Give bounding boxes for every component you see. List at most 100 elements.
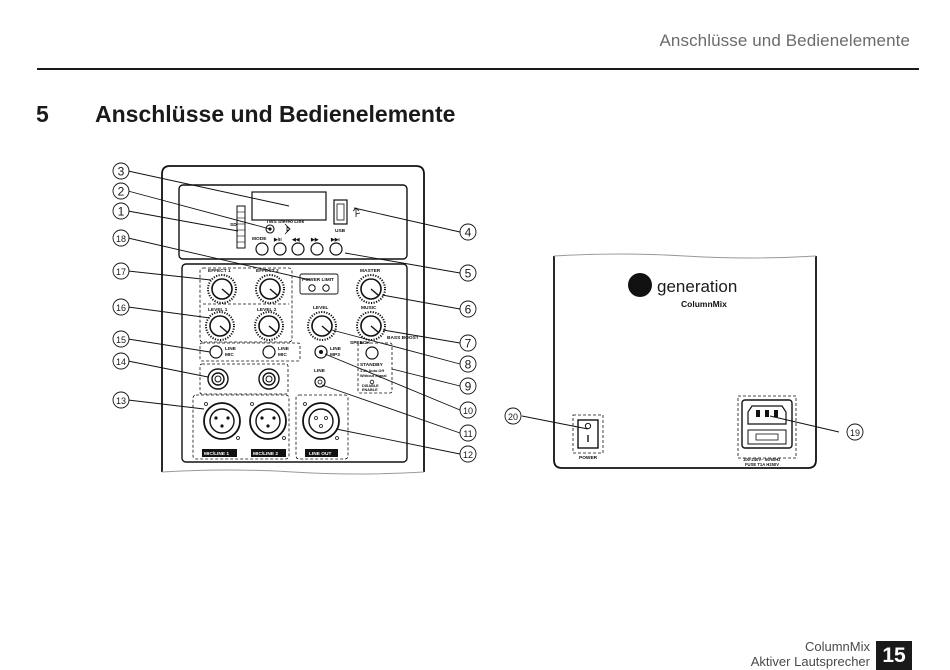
standby-label: STANDBY [360,362,384,368]
callouts: 3 2 1 18 17 16 15 14 13 4 5 6 7 8 9 10 1… [112,162,864,463]
line-mic-switch-2[interactable] [262,345,276,359]
callout-19: 19 [846,423,864,441]
svg-text:8: 8 [465,358,472,372]
jack-input-1[interactable] [207,368,229,390]
xlr-line-out[interactable] [302,402,340,440]
standby-note-2: Without Signal [360,374,387,378]
master-label: MASTER [360,268,381,274]
svg-text:17: 17 [116,267,126,277]
mains-socket[interactable] [741,399,793,449]
button-label-1: ▶/II [273,237,282,243]
jack-input-2[interactable] [258,368,280,390]
line-label: LINE [314,368,326,374]
next-button[interactable] [310,242,324,256]
svg-text:9: 9 [465,380,472,394]
line-mp3-switch[interactable] [314,345,328,359]
enable-label: ENABLE [362,388,378,392]
svg-text:4: 4 [465,226,472,240]
music-speech-knob[interactable] [356,311,386,341]
disable-label: DISABLE [362,384,379,388]
svg-text:7: 7 [465,337,472,351]
svg-text:10: 10 [463,406,473,416]
svg-text:1: 1 [118,205,125,219]
power-switch[interactable] [577,419,599,449]
level1-knob[interactable] [205,311,235,341]
svg-text:11: 11 [463,429,472,439]
callout-4: 4 [459,223,477,241]
mic-line1-label: MIC/LINE 1 [204,451,229,457]
svg-text:14: 14 [116,357,126,367]
callout-11: 11 [459,424,477,442]
page-number: 15 [876,641,912,670]
button-label-4: ▶▶I [330,237,340,243]
callout-2: 2 [112,182,130,200]
svg-text:6: 6 [465,303,472,317]
power-limit-label: POWER LIMIT [302,277,334,283]
level2-knob[interactable] [254,311,284,341]
master-knob[interactable] [356,274,386,304]
model-name: ColumnMix [681,299,727,309]
effect2-knob[interactable] [255,274,285,304]
effect1-knob[interactable] [207,274,237,304]
level-knob[interactable] [307,311,337,341]
skip-button[interactable] [329,242,343,256]
line-mic-2-bottom: MIC [278,352,287,358]
svg-text:18: 18 [116,234,126,244]
svg-text:5: 5 [465,267,472,281]
line-mic-1-bottom: MIC [225,352,234,358]
line-mic-switch-1[interactable] [209,345,223,359]
callout-3: 3 [112,162,130,180]
svg-text:3: 3 [118,165,125,179]
line-mic-2-top: LINE [278,346,290,352]
play-pause-button[interactable] [273,242,287,256]
mode-label: MODE [252,236,267,242]
line-input-jack[interactable] [314,376,326,388]
button-label-2: ◀◀ [291,237,300,243]
effect1-label: EFFECT 1 [208,268,231,274]
line-mp3-bottom: MP3 [330,352,340,358]
svg-text:12: 12 [463,450,473,460]
callout-6: 6 [459,300,477,318]
bluetooth-icon [284,223,291,235]
callout-12: 12 [459,445,477,463]
xlr-input-1[interactable] [203,402,241,440]
svg-text:16: 16 [116,303,126,313]
tws-label: TWS Stereo Link [266,219,304,225]
usb-label: USB [335,228,346,234]
callout-9: 9 [459,377,477,395]
previous-button[interactable] [291,242,305,256]
svg-text:13: 13 [116,396,126,406]
bass-boost-label: BASS BOOST [387,335,419,341]
xlr-input-2[interactable] [249,402,287,440]
mode-button[interactable] [255,242,269,256]
line-mic-1-top: LINE [225,346,237,352]
usb-port[interactable] [333,199,348,225]
level-label: LEVEL [313,305,329,311]
display-screen [251,191,327,221]
callout-15: 15 [112,330,130,348]
callout-8: 8 [459,355,477,373]
callout-17: 17 [112,262,130,280]
fuse-holder[interactable] [747,429,787,445]
front-panel: SD TWS Stereo Link USB MODE ▶/II ◀◀ ▶▶ ▶… [161,165,425,475]
callout-1: 1 [112,202,130,220]
callout-18: 18 [112,229,130,247]
tws-button[interactable] [265,224,275,234]
standby-button[interactable] [365,346,379,360]
power-label: POWER [579,455,598,461]
mic-line2-label: MIC/LINE 2 [253,451,278,457]
rear-panel [553,253,817,469]
footer-product-name: ColumnMix [804,639,870,654]
mains-line1: 100-240V~ 50/60Hz [743,457,780,462]
line-out-label: LINE OUT [309,451,331,457]
mains-line2: FUSE T1A H250V [745,462,779,467]
power-limit-led-2 [322,284,330,292]
music-label: MUSIC [361,305,377,311]
power-limit-led-1 [308,284,316,292]
brand-logo-circle [628,273,652,297]
callout-5: 5 [459,264,477,282]
svg-text:19: 19 [850,428,860,438]
svg-text:15: 15 [116,335,126,345]
level2-label: LEVEL 2 [257,307,277,313]
